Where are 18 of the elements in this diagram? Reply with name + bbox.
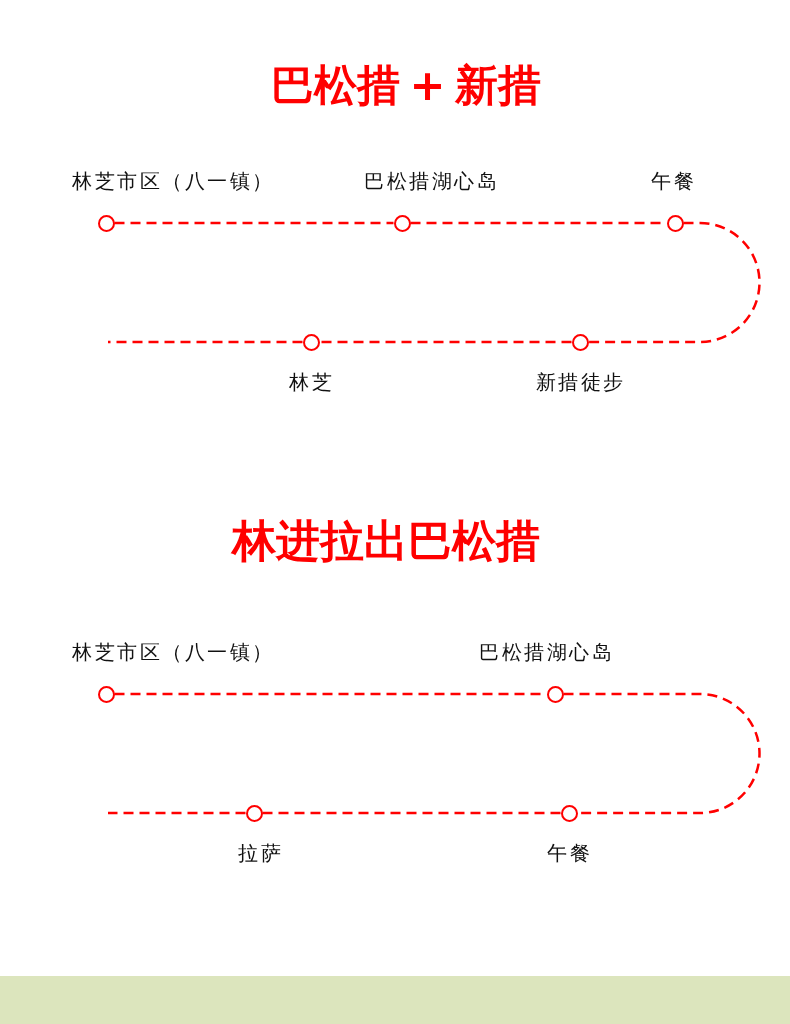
stop-label: 林芝市区（八一镇）	[72, 639, 275, 664]
stop-label: 巴松措湖心岛	[479, 639, 614, 664]
section-title: 林进拉出巴松措	[232, 519, 540, 563]
route-line	[563, 692, 761, 815]
stop-label: 新措徒步	[535, 369, 626, 394]
stop-label: 午餐	[547, 840, 592, 865]
route-line	[108, 340, 303, 344]
route-line	[262, 811, 561, 815]
route-line	[108, 811, 246, 815]
stop-label: 林芝	[289, 369, 334, 394]
stop-label: 午餐	[651, 168, 696, 193]
stop-label: 林芝市区（八一镇）	[72, 168, 275, 193]
route-line	[588, 221, 761, 344]
stop-label: 巴松措湖心岛	[364, 168, 499, 193]
section-title: 巴松措 + 新措	[270, 64, 542, 107]
route-line	[319, 340, 572, 344]
stop-label: 拉萨	[238, 840, 283, 865]
route-line	[114, 221, 394, 225]
